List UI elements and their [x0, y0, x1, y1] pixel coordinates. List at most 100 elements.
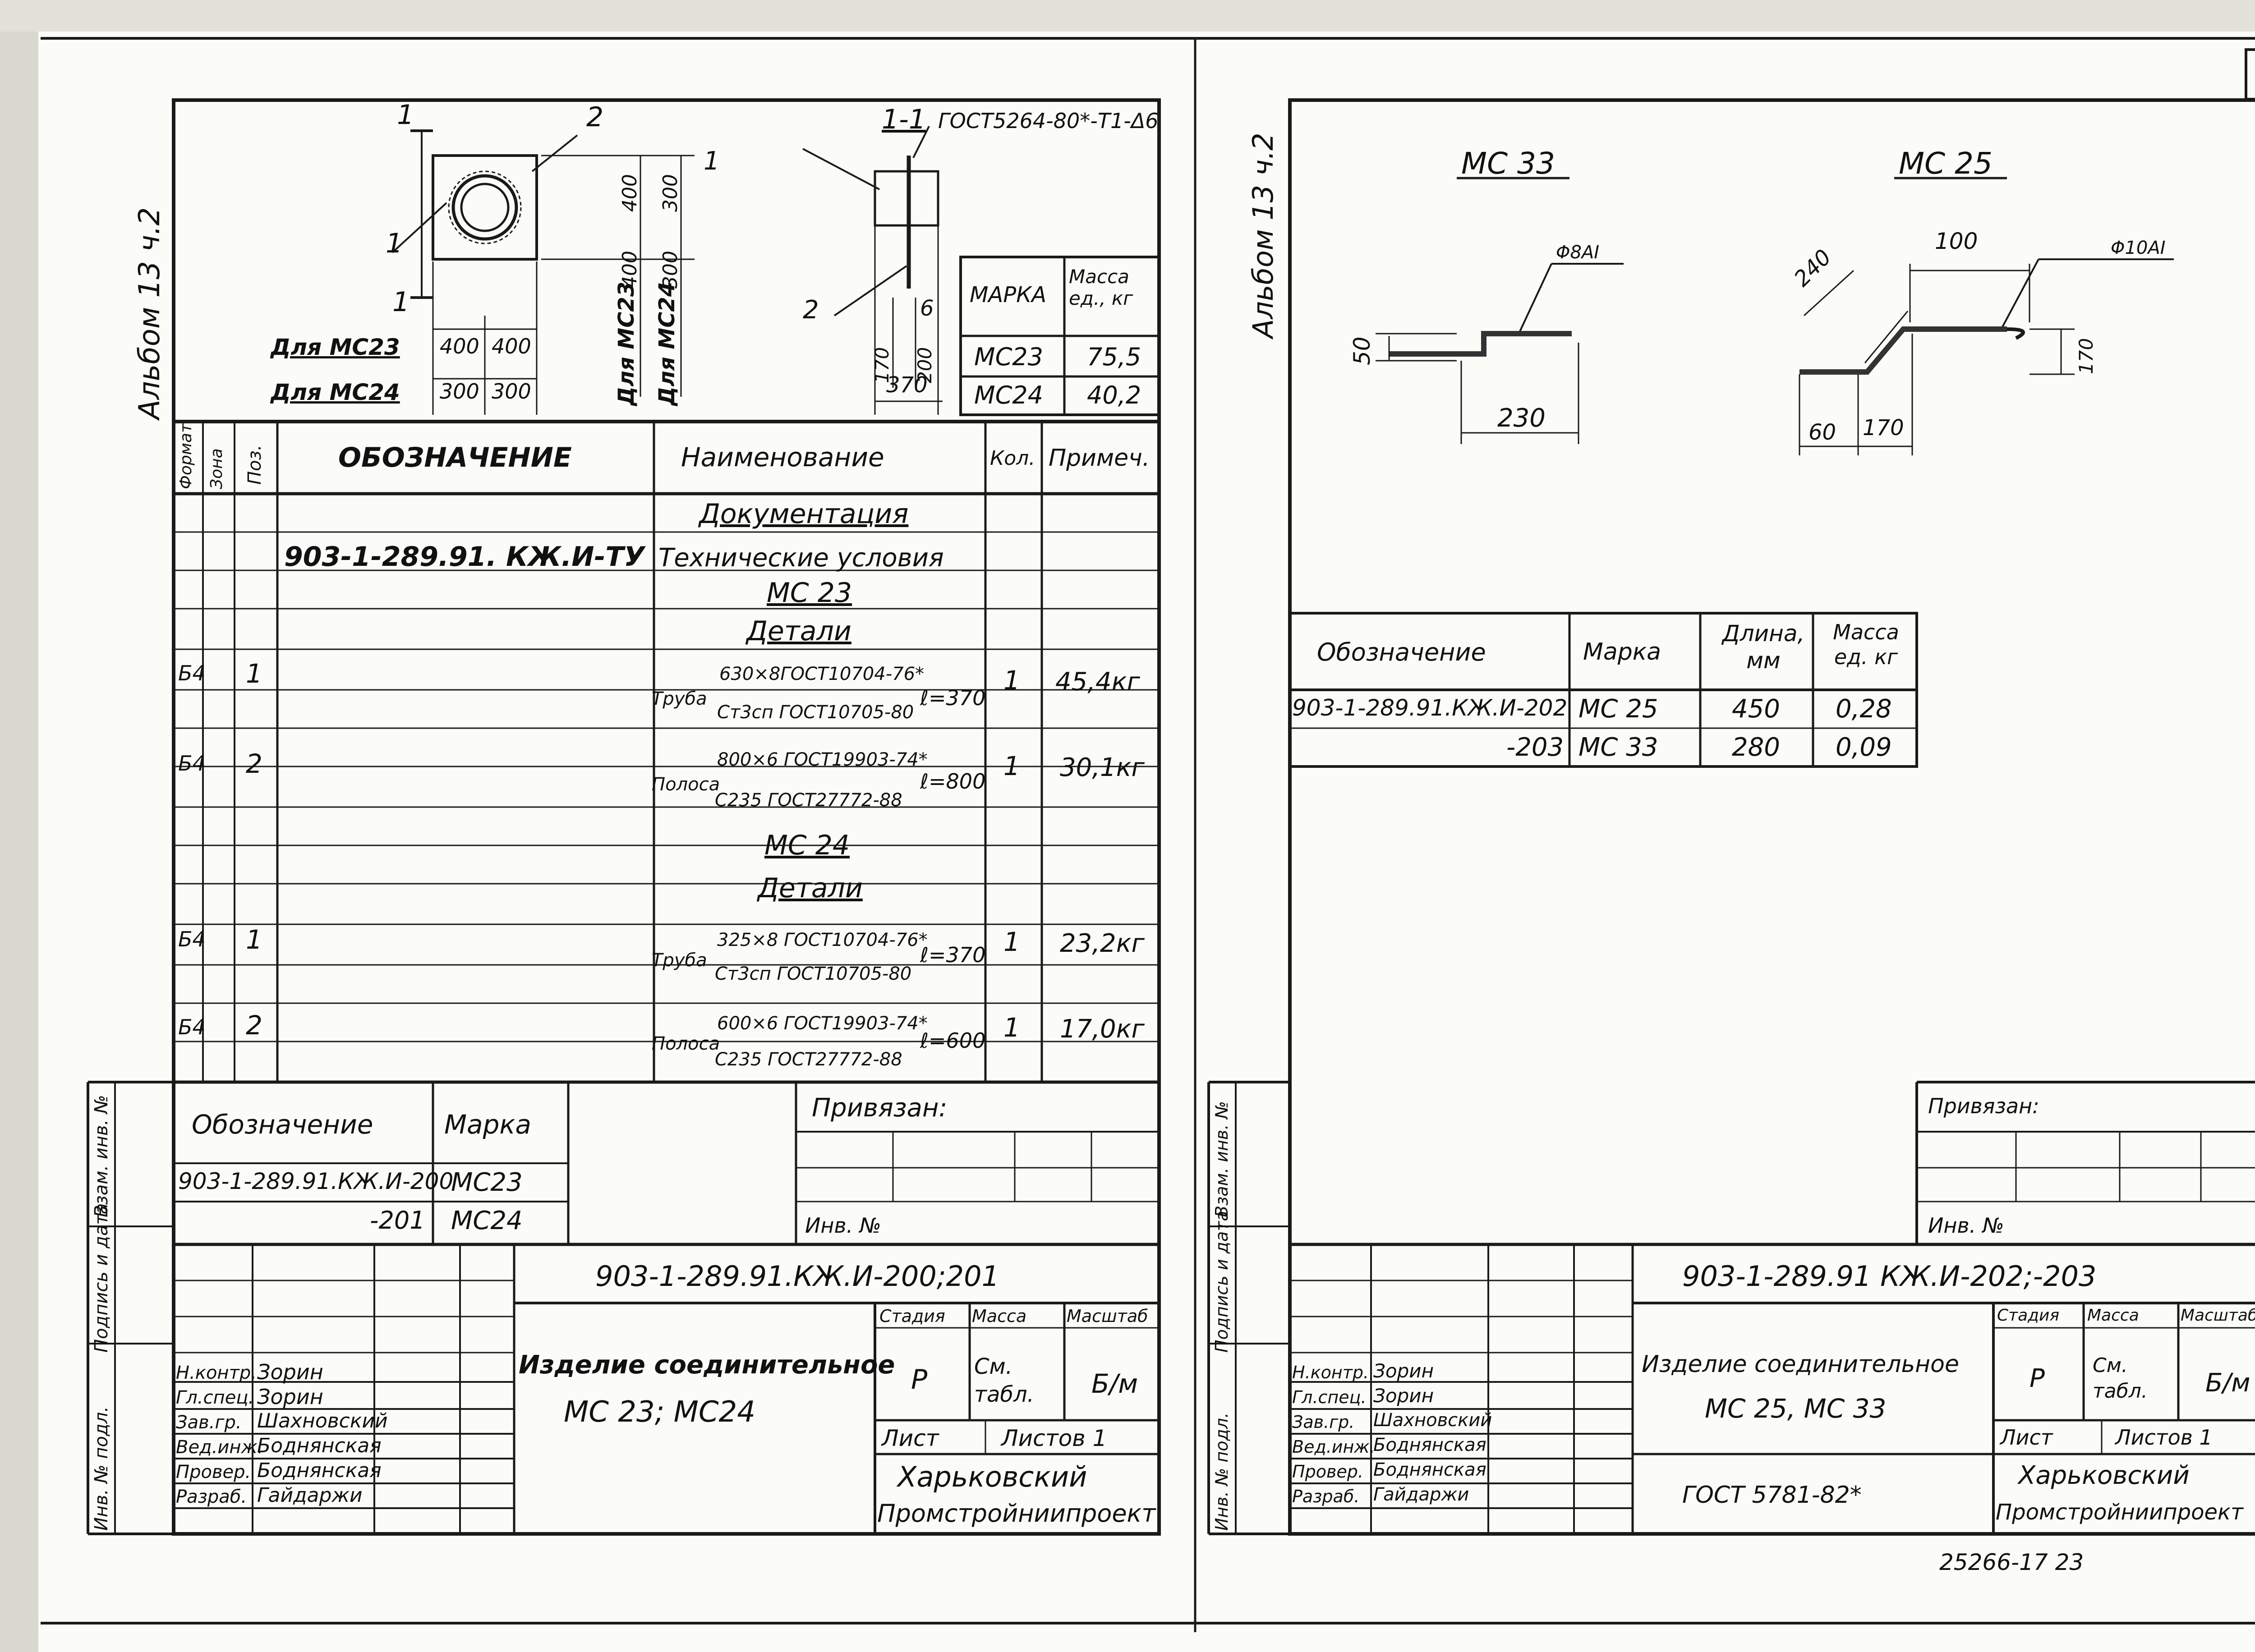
dim-300-b: 300: [492, 379, 531, 404]
stamp-role: Зав.гр.: [1292, 1412, 1355, 1432]
stamp-sheets-label: Листов 1: [1001, 1425, 1107, 1451]
stamp-bound-label: Привязан:: [1928, 1094, 2039, 1118]
mass-table-header-mass: Масса ед., кг: [1069, 266, 1133, 310]
position-1-section: 1: [704, 147, 720, 176]
stamp-role: Разраб.: [176, 1487, 247, 1507]
stamp-org-line1: Харьковский: [897, 1460, 1087, 1493]
mass-table-row-mass: 75,5: [1087, 343, 1141, 371]
spec-header-name: Наименование: [681, 442, 884, 473]
dim-v-400-a: 400: [618, 174, 641, 212]
stamp-header-mark: Марка: [444, 1109, 531, 1140]
stamp-scale-header: Масштаб: [1067, 1306, 1148, 1326]
footer-archive-number: 25266-17 23: [1939, 1549, 2084, 1575]
stamp-person: Гайдаржи: [257, 1484, 363, 1507]
spec-row-format: Б4: [178, 1015, 206, 1039]
stamp-gost: ГОСТ 5781-82*: [1682, 1482, 1862, 1509]
stamp-role: Провер.: [1292, 1462, 1363, 1482]
spec-row-qty: 1: [1003, 1012, 1020, 1043]
stamp-title-line2: МС 23; МС24: [564, 1395, 755, 1429]
stamp-role: Провер.: [176, 1462, 251, 1482]
position-1-plan: 1: [386, 228, 403, 259]
stamp-org-line2: Промстройниипроект: [1996, 1500, 2243, 1525]
spec-row-length: ℓ=370: [920, 943, 986, 967]
parts-row-mark: МС 25: [1578, 694, 1658, 724]
spec-row-spec-line1: 800×6 ГОСТ19903-74*: [717, 749, 928, 770]
parts-row-mass: 0,28: [1836, 694, 1892, 724]
mc33-dim-height: 50: [1349, 336, 1375, 365]
stamp-scale-value: Б/м: [1091, 1368, 1138, 1399]
stamp-stage-header: Стадия: [1997, 1306, 2060, 1325]
stamp-person: Боднянская: [257, 1459, 382, 1482]
section-mark-top: 1: [397, 99, 414, 131]
spec-section-documentation: Документация: [699, 498, 909, 530]
section-mark-bottom: 1: [392, 286, 410, 318]
dim-v-300-b: 300: [659, 251, 682, 289]
stamp-title-line2: МС 25, МС 33: [1705, 1393, 1887, 1424]
spec-header-zone: Зона: [207, 448, 226, 489]
label-for-mc23-v: Для МС23: [614, 281, 639, 406]
stamp-mark: МС23: [451, 1168, 523, 1197]
spec-row-qty: 1: [1003, 927, 1020, 957]
stamp-stage-value: Р: [2030, 1364, 2045, 1393]
parts-row-designation: -203: [1506, 733, 1564, 762]
stamp-inv-label: Инв. №: [805, 1213, 881, 1238]
dim-v-400-b: 400: [618, 251, 641, 289]
spec-row-name: Полоса: [652, 774, 720, 795]
spec-row-length: ℓ=370: [920, 686, 986, 710]
spec-row-pos: 1: [246, 924, 262, 955]
mc25-dim-bottom-a: 60: [1809, 420, 1836, 445]
stamp-person: Зорин: [1373, 1360, 1434, 1382]
spec-row-name: Труба: [652, 950, 707, 971]
stamp-scale-value: Б/м: [2205, 1368, 2250, 1398]
stamp-mass-value: См. табл.: [974, 1354, 1034, 1408]
spec-row-spec-line2: Ст3сп ГОСТ10705-80: [717, 702, 914, 723]
stamp-mass-header: Масса: [2087, 1306, 2139, 1325]
spec-row-spec-line1: 600×6 ГОСТ19903-74*: [717, 1013, 928, 1034]
stamp-person: Зорин: [257, 1385, 323, 1409]
spec-group-mc23: МС 23: [767, 577, 852, 609]
dim-6: 6: [920, 296, 934, 321]
spec-row-spec-line2: С235 ГОСТ27772-88: [715, 1049, 902, 1070]
mc33-title: МС 33: [1461, 146, 1555, 181]
stamp-sheet-label: Лист: [2000, 1425, 2053, 1450]
stamp-sheet-label: Лист: [882, 1425, 939, 1451]
stamp-mass-header: Масса: [972, 1306, 1027, 1326]
spec-header-qty: Кол.: [990, 447, 1035, 470]
spec-tu-code: 903-1-289.91. КЖ.И-ТУ: [284, 541, 645, 573]
spec-row-length: ℓ=600: [920, 1028, 986, 1053]
dim-400-b: 400: [492, 334, 531, 358]
stamp-role: Гл.спец.: [176, 1387, 254, 1408]
parts-header-designation: Обозначение: [1317, 638, 1486, 666]
parts-row-length: 450: [1732, 694, 1780, 724]
spec-tu-name: Технические условия: [658, 543, 944, 573]
spec-header-pos: Поз.: [244, 445, 265, 485]
spec-row-note: 23,2кг: [1060, 929, 1145, 958]
stamp-role: Гл.спец.: [1292, 1387, 1367, 1407]
mass-table-row-mark: МС23: [974, 343, 1044, 371]
label-for-mc24: Для МС24: [271, 379, 400, 405]
spec-row-note: 45,4кг: [1055, 667, 1140, 697]
spec-row-pos: 1: [246, 658, 262, 689]
stamp-person: Боднянская: [257, 1434, 382, 1457]
stamp-person: Боднянская: [1373, 1435, 1486, 1455]
stamp-stage-header: Стадия: [879, 1306, 945, 1326]
stamp-org-line2: Промстройниипроект: [877, 1499, 1156, 1528]
spec-row-spec-line1: 325×8 ГОСТ10704-76*: [717, 930, 928, 950]
stamp-role: Н.контр.: [1292, 1363, 1369, 1382]
stamp-mass-value: См. табл.: [2093, 1354, 2148, 1403]
stamp-scale-header: Масштаб: [2181, 1306, 2255, 1325]
stamp-document-code: 903-1-289.91 КЖ.И-202;-203: [1682, 1260, 2097, 1293]
spec-row-spec-line2: Ст3сп ГОСТ10705-80: [715, 964, 912, 984]
stamp-sheets-label: Листов 1: [2115, 1425, 2213, 1450]
spec-group-mc24: МС 24: [764, 830, 850, 861]
stamp-designation: 903-1-289.91.КЖ.И-200: [178, 1168, 454, 1194]
stamp-role: Вед.инж.: [1292, 1437, 1375, 1457]
mc25-rod-note: Φ10АΙ: [2111, 238, 2166, 258]
parts-row-mark: МС 33: [1578, 733, 1658, 762]
side-label-signature: Подпись и дата: [1212, 1211, 1232, 1353]
stamp-role: Зав.гр.: [176, 1412, 242, 1433]
stamp-role: Н.контр.: [176, 1363, 257, 1383]
spec-row-spec-line1: 630×8ГОСТ10704-76*: [719, 664, 925, 684]
parts-header-mass: Масса ед. кг: [1833, 620, 1899, 670]
